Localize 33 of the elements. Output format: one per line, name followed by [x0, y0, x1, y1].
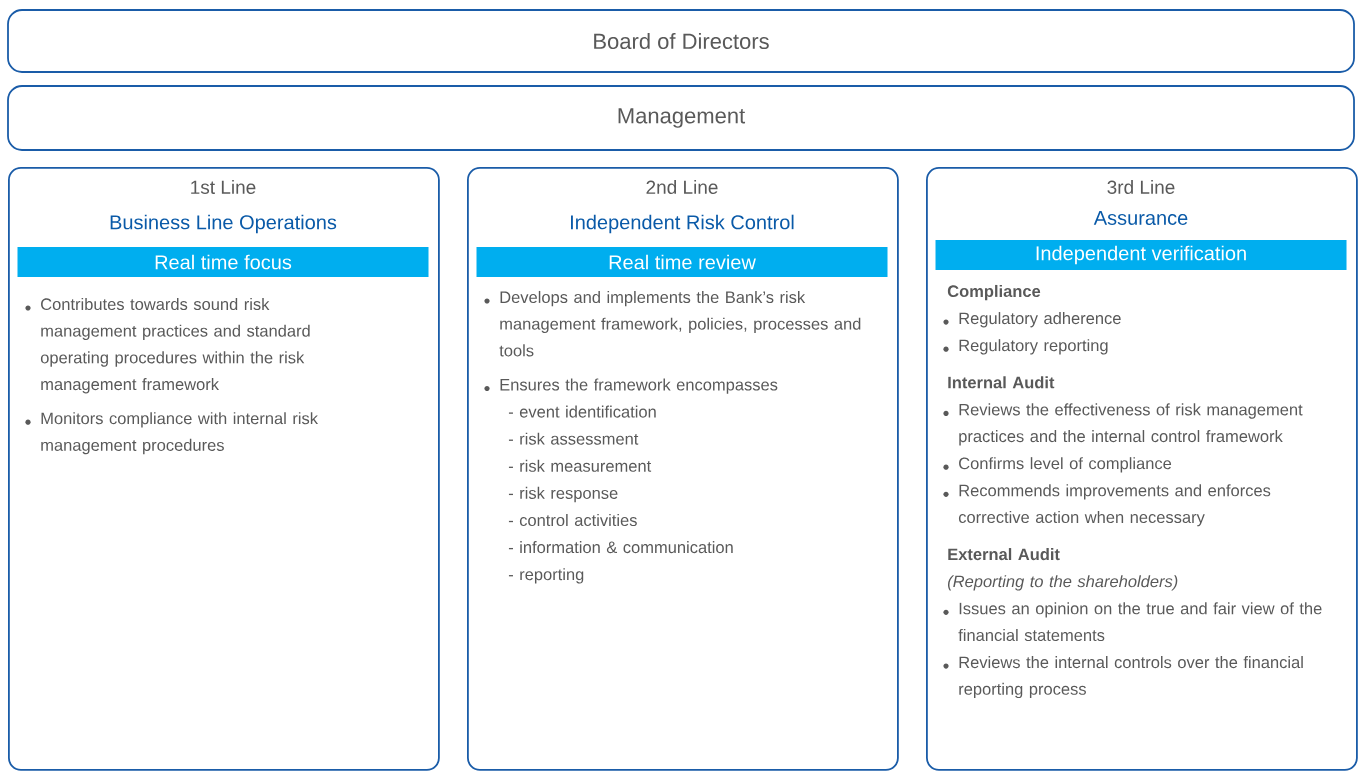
line-heading: 2nd Line	[646, 180, 718, 194]
bullet-item: Confirms level of compliance	[943, 457, 1172, 473]
column-title: Business Line Operations	[110, 214, 337, 234]
list-item: - risk assessment	[508, 432, 639, 445]
list-item: - control activities	[508, 513, 637, 527]
list-item: - event identification	[508, 405, 656, 418]
focus-band: Independent verification	[935, 240, 1347, 270]
line-heading: 1st Line	[191, 180, 256, 194]
list-item: - risk response	[508, 486, 618, 503]
column-title: Assurance	[1093, 211, 1188, 225]
note-text: (Reporting to the shareholders)	[948, 575, 1178, 591]
bullet-item: Monitors compliance with internal risk management procedures	[25, 412, 319, 455]
bullet-item: Develops and implements the Bank’s risk management framework, policies, processes and tools	[484, 290, 861, 357]
bullet-item: Contributes towards sound risk management practices and standard operating procedures within the risk management framework	[25, 297, 310, 394]
bullet-item: Ensures the framework encompasses	[484, 378, 778, 394]
focus-band: Real time review	[476, 247, 888, 277]
line-heading: 3rd Line	[1107, 180, 1175, 194]
column-title: Independent Risk Control	[571, 214, 794, 234]
tier-bar: Board of Directors	[7, 9, 1355, 73]
section-heading: Internal Audit	[948, 376, 1055, 389]
bullet-item: Recommends improvements and enforces corrective action when necessary	[943, 484, 1271, 527]
bullet-item: Reviews the effectiveness of risk management practices and the internal control framework	[943, 403, 1303, 446]
focus-band: Real time focus	[17, 247, 429, 277]
bullet-item: Issues an opinion on the true and fair view of the financial statements	[943, 602, 1322, 642]
section-heading: External Audit	[948, 548, 1060, 561]
list-item: - information & communication	[508, 541, 733, 554]
tier-bar: Management	[7, 85, 1355, 151]
bullet-item: Regulatory reporting	[943, 339, 1108, 355]
bullet-item: Reviews the internal controls over the financial reporting process	[943, 656, 1303, 699]
list-item: - risk measurement	[508, 459, 652, 472]
section-heading: Compliance	[947, 284, 1041, 301]
bullet-item: Regulatory adherence	[943, 312, 1121, 328]
list-item: - reporting	[508, 568, 584, 584]
